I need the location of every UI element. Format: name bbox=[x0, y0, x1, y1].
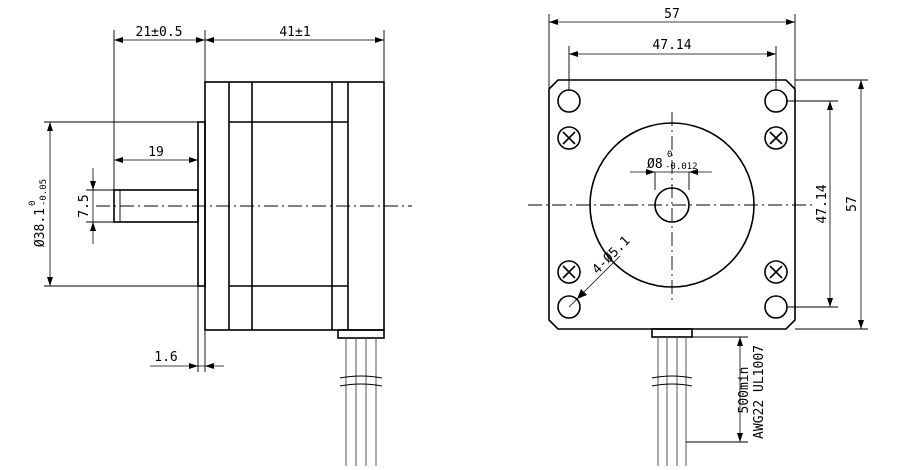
screw-icon bbox=[557, 126, 788, 284]
side-view: 21±0.5 41±1 19 7.5 Ø38.1 0 -0.05 1.6 bbox=[28, 25, 412, 466]
dim-hole-spacing-h: 47.14 bbox=[652, 38, 691, 53]
dim-hole-spacing-v: 47.14 bbox=[815, 184, 830, 223]
dim-overall-width: 57 bbox=[664, 7, 680, 22]
dim-flange-thickness: 1.6 bbox=[154, 350, 177, 365]
dim-shaft-dia-front: Ø8 bbox=[647, 157, 663, 172]
mount-hole-tr bbox=[764, 89, 788, 113]
side-connector bbox=[337, 329, 385, 339]
dim-boss-tol-upper: 0 bbox=[28, 201, 38, 206]
front-connector bbox=[651, 328, 693, 338]
dim-boss-dia: Ø38.1 bbox=[33, 208, 48, 247]
front-wires bbox=[651, 337, 693, 466]
dim-flange-length: 21±0.5 bbox=[136, 25, 183, 40]
mount-hole-bl bbox=[557, 295, 581, 319]
dim-body-length: 41±1 bbox=[279, 25, 310, 40]
dim-shaft-tol-upper: 0 bbox=[667, 150, 672, 160]
dim-shaft-tol-lower: -0.012 bbox=[665, 162, 698, 172]
wire-spec: AWG22 UL1007 bbox=[752, 345, 767, 439]
mount-hole-tl bbox=[557, 89, 581, 113]
dim-shaft-length: 19 bbox=[148, 145, 164, 160]
dim-boss-tol-lower: -0.05 bbox=[39, 179, 49, 206]
dim-shaft-dia: 7.5 bbox=[77, 194, 92, 217]
mount-hole-br bbox=[764, 295, 788, 319]
side-wires bbox=[339, 338, 383, 466]
dim-overall-height: 57 bbox=[845, 196, 860, 212]
dim-mount-holes: 4-Ø5.1 bbox=[590, 234, 634, 278]
wire-length: 500min bbox=[737, 367, 752, 414]
front-view: 57 47.14 47.14 57 Ø8 0 -0.012 4- bbox=[528, 7, 868, 466]
front-square bbox=[548, 79, 796, 330]
side-flange bbox=[197, 121, 206, 287]
